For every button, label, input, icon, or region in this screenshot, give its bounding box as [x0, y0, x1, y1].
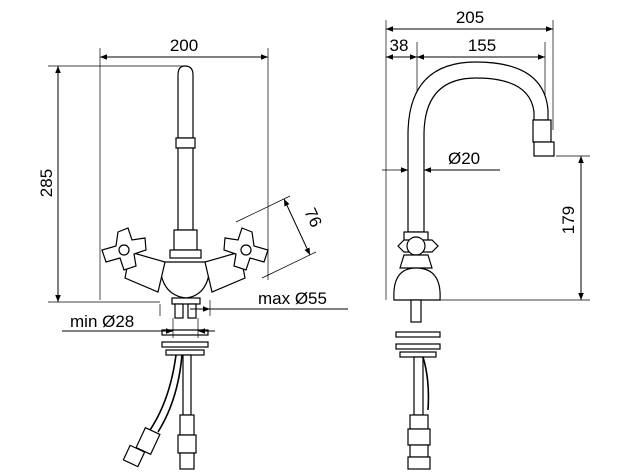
- front-view: 200 285 76 max Ø55 min Ø28: [37, 36, 348, 470]
- dim-side-offset: 38: [390, 36, 409, 55]
- dim-hole-min: min Ø28: [70, 312, 134, 331]
- dim-front-width: 200: [170, 36, 198, 55]
- dim-front-height: 285: [37, 169, 56, 197]
- dim-side-total: 205: [456, 8, 484, 27]
- dim-spout-diameter: Ø20: [448, 149, 480, 168]
- dim-side-reach: 155: [468, 36, 496, 55]
- dim-handle-span: 76: [300, 205, 325, 230]
- side-view: 205 38 155 Ø20 179: [382, 8, 590, 470]
- dim-side-spout-height: 179: [559, 206, 578, 234]
- dim-base-max: max Ø55: [258, 289, 327, 308]
